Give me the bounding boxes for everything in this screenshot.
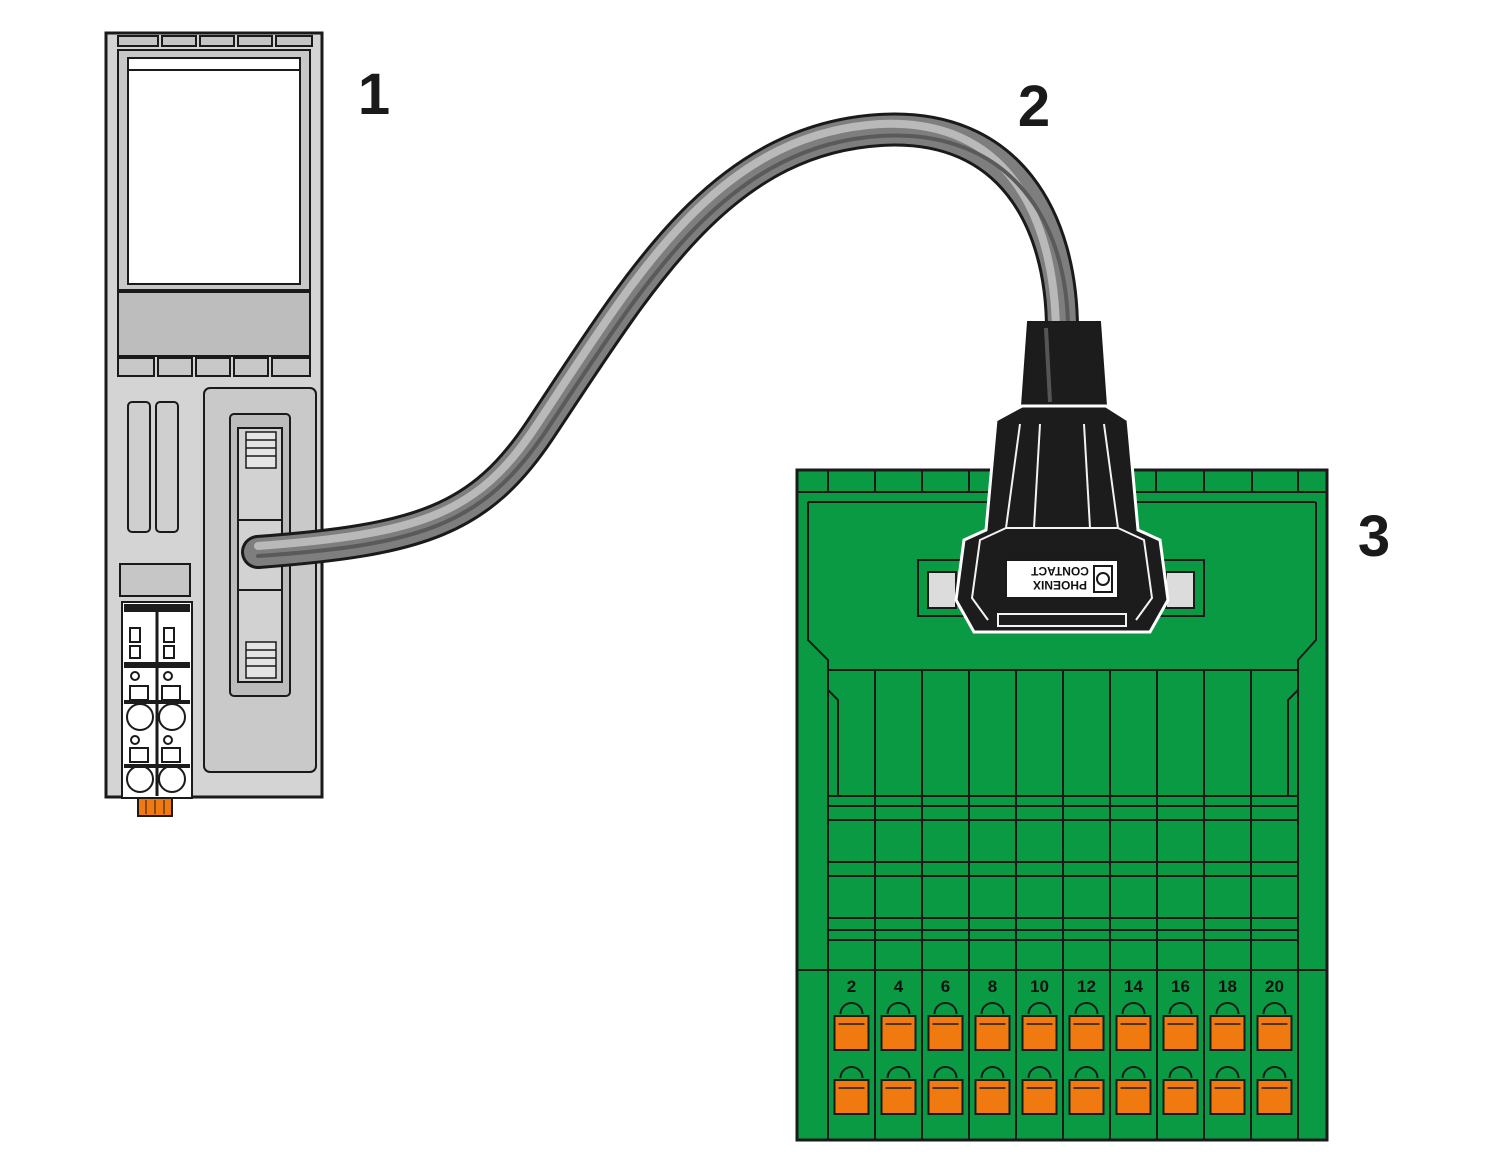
terminal-clamp-rows [833,1002,1293,1115]
orange-push-button[interactable] [880,1079,917,1115]
terminal-number-6: 6 [941,977,950,996]
push-in-clamp[interactable] [880,1066,917,1115]
orange-push-button[interactable] [974,1015,1011,1051]
orange-push-button[interactable] [1021,1079,1058,1115]
clamp-opening-icon [839,1002,864,1015]
push-in-clamp[interactable] [974,1002,1011,1051]
push-in-clamp[interactable] [927,1002,964,1051]
orange-push-button[interactable] [1256,1079,1293,1115]
orange-push-button[interactable] [927,1079,964,1115]
board-lock-right [1165,571,1195,609]
push-in-clamp[interactable] [974,1066,1011,1115]
orange-push-button[interactable] [833,1015,870,1051]
module-band-ribs [117,357,311,377]
dsub-connector: PHOENIX CONTACT [954,321,1170,634]
board-column-dividers [874,670,1252,1140]
clamp-opening-icon [1262,1066,1287,1079]
push-in-clamp[interactable] [927,1066,964,1115]
clamp-opening-icon [980,1002,1005,1015]
push-in-clamp[interactable] [1068,1066,1105,1115]
callout-cable: 2 [1018,74,1050,139]
connector-logo-line2: CONTACT [1030,564,1088,578]
orange-push-button[interactable] [1021,1015,1058,1051]
phoenix-logo-icon [1093,565,1113,593]
connector-logo-line1: PHOENIX [1033,578,1087,592]
socket-screw-bottom [245,641,277,679]
clamp-opening-icon [839,1066,864,1079]
module-window [127,57,301,285]
clamp-opening-icon [886,1002,911,1015]
clamp-opening-icon [933,1066,958,1079]
push-in-clamp[interactable] [1256,1066,1293,1115]
push-in-clamp[interactable] [1209,1066,1246,1115]
clamp-opening-icon [1027,1066,1052,1079]
clamp-opening-icon [1121,1066,1146,1079]
socket-screw-top [245,431,277,469]
controller-module [104,31,324,817]
push-in-clamp[interactable] [1115,1066,1152,1115]
push-in-clamp[interactable] [1115,1002,1152,1051]
orange-push-button[interactable] [974,1079,1011,1115]
clamp-opening-icon [933,1002,958,1015]
orange-push-button[interactable] [927,1015,964,1051]
orange-push-button[interactable] [1115,1015,1152,1051]
orange-push-button[interactable] [833,1079,870,1115]
clamp-opening-icon [1027,1002,1052,1015]
orange-push-button[interactable] [1115,1079,1152,1115]
terminal-number-4: 4 [894,977,904,996]
clamp-opening-icon [1215,1002,1240,1015]
orange-push-button[interactable] [1068,1079,1105,1115]
push-in-clamp[interactable] [833,1002,870,1051]
push-in-clamp[interactable] [1162,1002,1199,1051]
terminal-number-14: 14 [1124,977,1143,996]
push-in-clamp[interactable] [1256,1002,1293,1051]
orange-push-button[interactable] [1209,1079,1246,1115]
callout-terminal-board: 3 [1358,504,1390,569]
clamp-opening-icon [1215,1066,1240,1079]
push-in-clamp[interactable] [1021,1066,1058,1115]
push-in-clamp[interactable] [880,1002,917,1051]
terminal-number-2: 2 [847,977,856,996]
clamp-opening-icon [1121,1002,1146,1015]
orange-push-button[interactable] [1256,1015,1293,1051]
terminal-number-20: 20 [1265,977,1284,996]
module-slot-right [155,401,179,533]
clamp-opening-icon [1168,1066,1193,1079]
connector-logo-text: PHOENIX CONTACT [1030,564,1088,592]
push-in-clamp[interactable] [833,1066,870,1115]
push-in-clamp[interactable] [1162,1066,1199,1115]
terminal-number-18: 18 [1218,977,1237,996]
clamp-opening-icon [1168,1002,1193,1015]
clamp-opening-icon [1262,1002,1287,1015]
terminal-number-12: 12 [1077,977,1096,996]
clamp-opening-icon [980,1066,1005,1079]
board-lock-left [927,571,957,609]
clamp-opening-icon [886,1066,911,1079]
module-slot-left [127,401,151,533]
system-cable [241,112,1079,569]
orange-push-button[interactable] [1162,1015,1199,1051]
connector-strain-relief [1020,321,1108,407]
orange-push-button[interactable] [1209,1015,1246,1051]
terminal-number-8: 8 [988,977,997,996]
push-in-clamp[interactable] [1021,1002,1058,1051]
push-in-clamp[interactable] [1209,1002,1246,1051]
module-power-terminal [121,601,193,799]
module-top-ridges [117,35,313,47]
clamp-opening-icon [1074,1066,1099,1079]
orange-push-button[interactable] [880,1015,917,1051]
push-in-clamp[interactable] [1068,1002,1105,1051]
callout-module: 1 [358,62,390,127]
module-band [117,291,311,357]
terminal-number-16: 16 [1171,977,1190,996]
orange-push-button[interactable] [1068,1015,1105,1051]
orange-push-button[interactable] [1162,1079,1199,1115]
clamp-opening-icon [1074,1002,1099,1015]
module-label-plate [119,563,191,597]
terminal-number-row: 2 4 6 8 10 12 14 16 18 20 [847,977,1284,996]
terminal-number-10: 10 [1030,977,1049,996]
